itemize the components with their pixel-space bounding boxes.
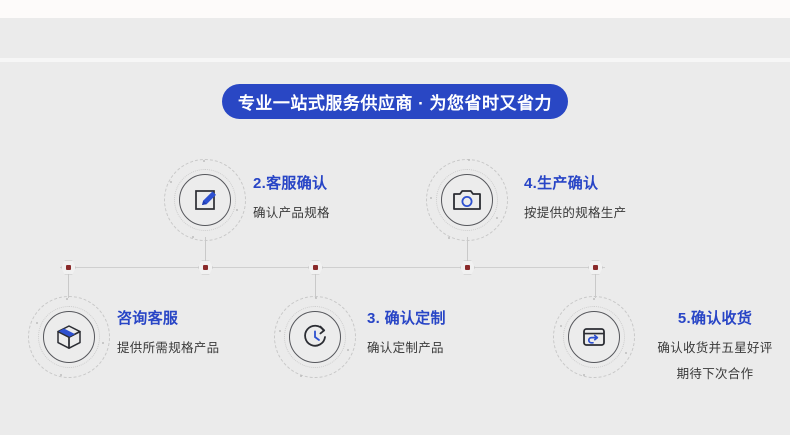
step-4-text: 4.生产确认 按提供的规格生产 xyxy=(524,172,626,221)
step-4-title: 4.生产确认 xyxy=(524,175,599,192)
background-upper-band xyxy=(0,18,790,58)
step-4-desc: 按提供的规格生产 xyxy=(524,206,627,220)
step-5-badge[interactable] xyxy=(551,294,637,380)
banner-pill: 专业一站式服务供应商 · 为您省时又省力 xyxy=(222,84,568,119)
node-dot xyxy=(593,265,598,270)
step-1-title: 咨询客服 xyxy=(117,310,179,327)
stem-step-3 xyxy=(315,268,316,298)
step-5-text: 5.确认收货 确认收货并五星好评 期待下次合作 xyxy=(645,307,785,382)
step-2-title: 2.客服确认 xyxy=(253,175,328,192)
pencil-edit-icon xyxy=(191,186,219,214)
icon-circle xyxy=(568,311,620,363)
step-3-badge[interactable] xyxy=(272,294,358,380)
stem-step-5 xyxy=(595,268,596,298)
rail-node-1 xyxy=(61,260,76,275)
step-5-title: 5.确认收货 xyxy=(677,310,753,327)
rail-node-2 xyxy=(198,260,213,275)
delivery-return-icon xyxy=(580,324,608,350)
node-dot xyxy=(203,265,208,270)
dashed-outer-ring xyxy=(553,296,635,378)
connector-rail xyxy=(60,267,605,268)
dashed-outer-ring xyxy=(274,296,356,378)
node-dot xyxy=(66,265,71,270)
step-1-text: 咨询客服 提供所需规格产品 xyxy=(117,307,219,356)
step-5-desc-line2: 期待下次合作 xyxy=(676,367,754,381)
stem-step-2 xyxy=(205,237,206,267)
step-1-desc: 提供所需规格产品 xyxy=(117,341,220,355)
background-hairline-divider xyxy=(0,58,790,62)
dotted-inner-ring xyxy=(436,169,498,231)
background-top-strip xyxy=(0,0,790,18)
rail-node-5 xyxy=(588,260,603,275)
rail-node-4 xyxy=(460,260,475,275)
step-2-text: 2.客服确认 确认产品规格 xyxy=(253,172,330,221)
dotted-inner-ring xyxy=(174,169,236,231)
dotted-inner-ring xyxy=(563,306,625,368)
banner-text: 专业一站式服务供应商 · 为您省时又省力 xyxy=(237,94,553,113)
clock-timer-icon xyxy=(301,323,329,351)
package-box-icon xyxy=(55,323,83,351)
icon-circle xyxy=(441,174,493,226)
icon-circle xyxy=(179,174,231,226)
rail-node-3 xyxy=(308,260,323,275)
icon-circle xyxy=(43,311,95,363)
stem-step-4 xyxy=(467,237,468,267)
step-2-desc: 确认产品规格 xyxy=(253,206,330,220)
dotted-inner-ring xyxy=(284,306,346,368)
step-2-badge[interactable] xyxy=(162,157,248,243)
dashed-outer-ring xyxy=(164,159,246,241)
step-3-title: 3. 确认定制 xyxy=(367,310,446,327)
background-main-panel xyxy=(0,62,790,435)
dashed-outer-ring xyxy=(28,296,110,378)
step-4-badge[interactable] xyxy=(424,157,510,243)
step-1-badge[interactable] xyxy=(26,294,112,380)
camera-icon xyxy=(452,187,482,213)
dotted-inner-ring xyxy=(38,306,100,368)
step-3-desc: 确认定制产品 xyxy=(367,341,444,355)
dashed-outer-ring xyxy=(426,159,508,241)
icon-circle xyxy=(289,311,341,363)
step-3-text: 3. 确认定制 确认定制产品 xyxy=(367,307,446,356)
node-dot xyxy=(465,265,470,270)
step-5-desc: 确认收货并五星好评 xyxy=(657,341,773,355)
node-dot xyxy=(313,265,318,270)
stem-step-1 xyxy=(68,268,69,298)
